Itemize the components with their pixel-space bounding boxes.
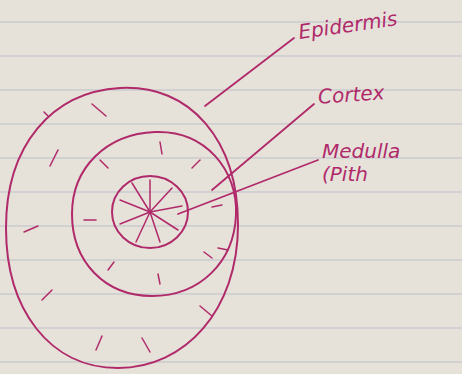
inner-circle — [72, 132, 236, 296]
part-label: Epidermis — [297, 3, 429, 44]
part-label: Medulla (Pith — [322, 140, 427, 186]
pith-circle — [112, 176, 188, 248]
part-label: Cortex — [317, 78, 428, 109]
outer-circle — [6, 88, 238, 368]
leader-lines — [178, 38, 318, 214]
epidermis-marks — [24, 104, 228, 352]
cortex-marks — [84, 142, 222, 284]
paper-rules — [0, 22, 462, 362]
pith-rays — [120, 180, 182, 242]
